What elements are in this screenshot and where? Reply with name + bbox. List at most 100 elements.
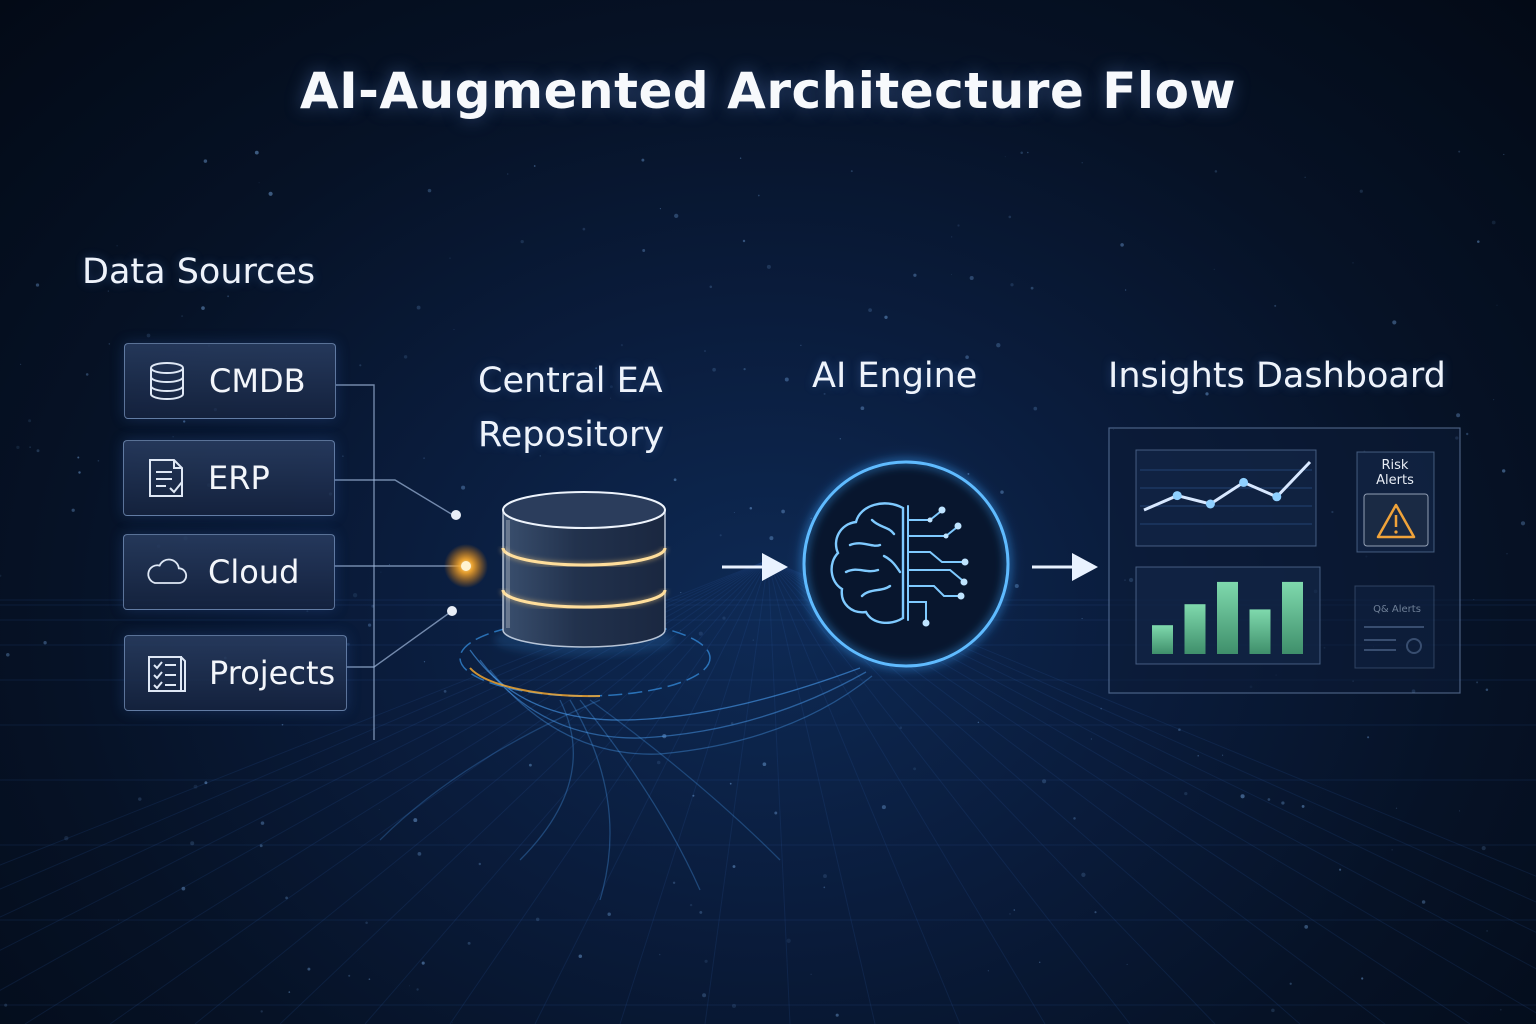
particle [868, 308, 873, 313]
particle [786, 938, 791, 943]
particle [43, 641, 47, 645]
particle [884, 315, 888, 319]
particle [1240, 794, 1245, 799]
particle [443, 690, 447, 693]
particle [957, 224, 960, 227]
data-sources-heading: Data Sources [82, 252, 316, 292]
particle [307, 967, 311, 971]
particle [719, 534, 722, 537]
particle [1184, 791, 1188, 796]
particle [1008, 215, 1012, 219]
particle [733, 511, 735, 513]
particle [258, 182, 260, 184]
particle [423, 661, 426, 663]
ai-engine-brain-icon [786, 444, 1026, 684]
particle [1042, 779, 1047, 784]
connector-node [447, 606, 457, 616]
particle [535, 917, 540, 922]
particle [656, 760, 661, 765]
particle [78, 471, 81, 474]
particle [403, 355, 408, 359]
particle [689, 903, 693, 907]
line-point [1205, 499, 1215, 509]
particle [507, 173, 509, 175]
particle [423, 457, 426, 460]
particle [365, 921, 368, 924]
particle [951, 274, 952, 276]
particle [722, 616, 726, 620]
cloud-icon [147, 558, 188, 584]
particle [674, 213, 679, 219]
source-erp[interactable]: ERP [123, 440, 335, 516]
particle [1178, 728, 1181, 731]
particle [704, 959, 708, 963]
particle [743, 367, 746, 371]
particle [449, 257, 451, 259]
particle [368, 978, 371, 981]
particle [1367, 736, 1370, 739]
particle [823, 392, 826, 395]
ai-engine-heading: AI Engine [812, 356, 978, 396]
particle [1458, 150, 1461, 153]
particle [739, 157, 742, 159]
central-repository-heading: Central EA Repository [478, 354, 664, 462]
faded-alerts-label: Q& Alerts [1373, 604, 1421, 615]
particle [552, 368, 555, 370]
grid-line [534, 559, 769, 1024]
particle [172, 436, 174, 438]
particle [1094, 911, 1097, 914]
particle [1339, 868, 1342, 871]
particle [0, 574, 2, 578]
particle [16, 445, 20, 450]
particle [1214, 170, 1218, 173]
particle [752, 639, 754, 641]
particle [281, 723, 284, 726]
particle [97, 459, 100, 462]
particle [702, 993, 707, 998]
particle [359, 364, 362, 367]
particle [749, 507, 753, 510]
particle [388, 563, 391, 565]
particle [1222, 754, 1224, 756]
source-projects[interactable]: Projects [124, 635, 347, 711]
particle [461, 485, 466, 490]
source-label-cloud: Cloud [208, 553, 300, 591]
source-cloud[interactable]: Cloud [123, 534, 335, 610]
particle [1473, 599, 1475, 601]
particle [784, 377, 789, 382]
particle [306, 610, 309, 613]
orange-node [461, 561, 471, 571]
particle [1281, 801, 1285, 805]
particle [453, 329, 455, 331]
particle [117, 919, 120, 921]
grid-line [364, 559, 769, 1024]
insight-line-chart [1143, 460, 1312, 512]
particle [977, 721, 980, 724]
particle [774, 811, 778, 815]
particle [1395, 807, 1398, 809]
particle [987, 970, 989, 972]
particle [769, 536, 774, 541]
particle [582, 227, 586, 231]
particle [181, 886, 186, 891]
particle [810, 973, 812, 975]
particle [451, 1022, 453, 1024]
particle [1004, 156, 1006, 158]
particle [259, 844, 263, 848]
particle [29, 446, 31, 448]
particle [1456, 413, 1461, 418]
particle [108, 343, 110, 345]
particle [607, 912, 611, 916]
particle [1477, 240, 1480, 243]
particle [742, 239, 746, 243]
grid-line [619, 559, 769, 1024]
source-cmdb[interactable]: CMDB [124, 343, 336, 419]
particle [1124, 289, 1127, 291]
particle [766, 264, 771, 269]
grid-line [279, 559, 769, 1024]
particle [1496, 304, 1498, 306]
particle [850, 170, 853, 173]
particle [367, 623, 372, 627]
repository-database-icon [494, 491, 674, 656]
